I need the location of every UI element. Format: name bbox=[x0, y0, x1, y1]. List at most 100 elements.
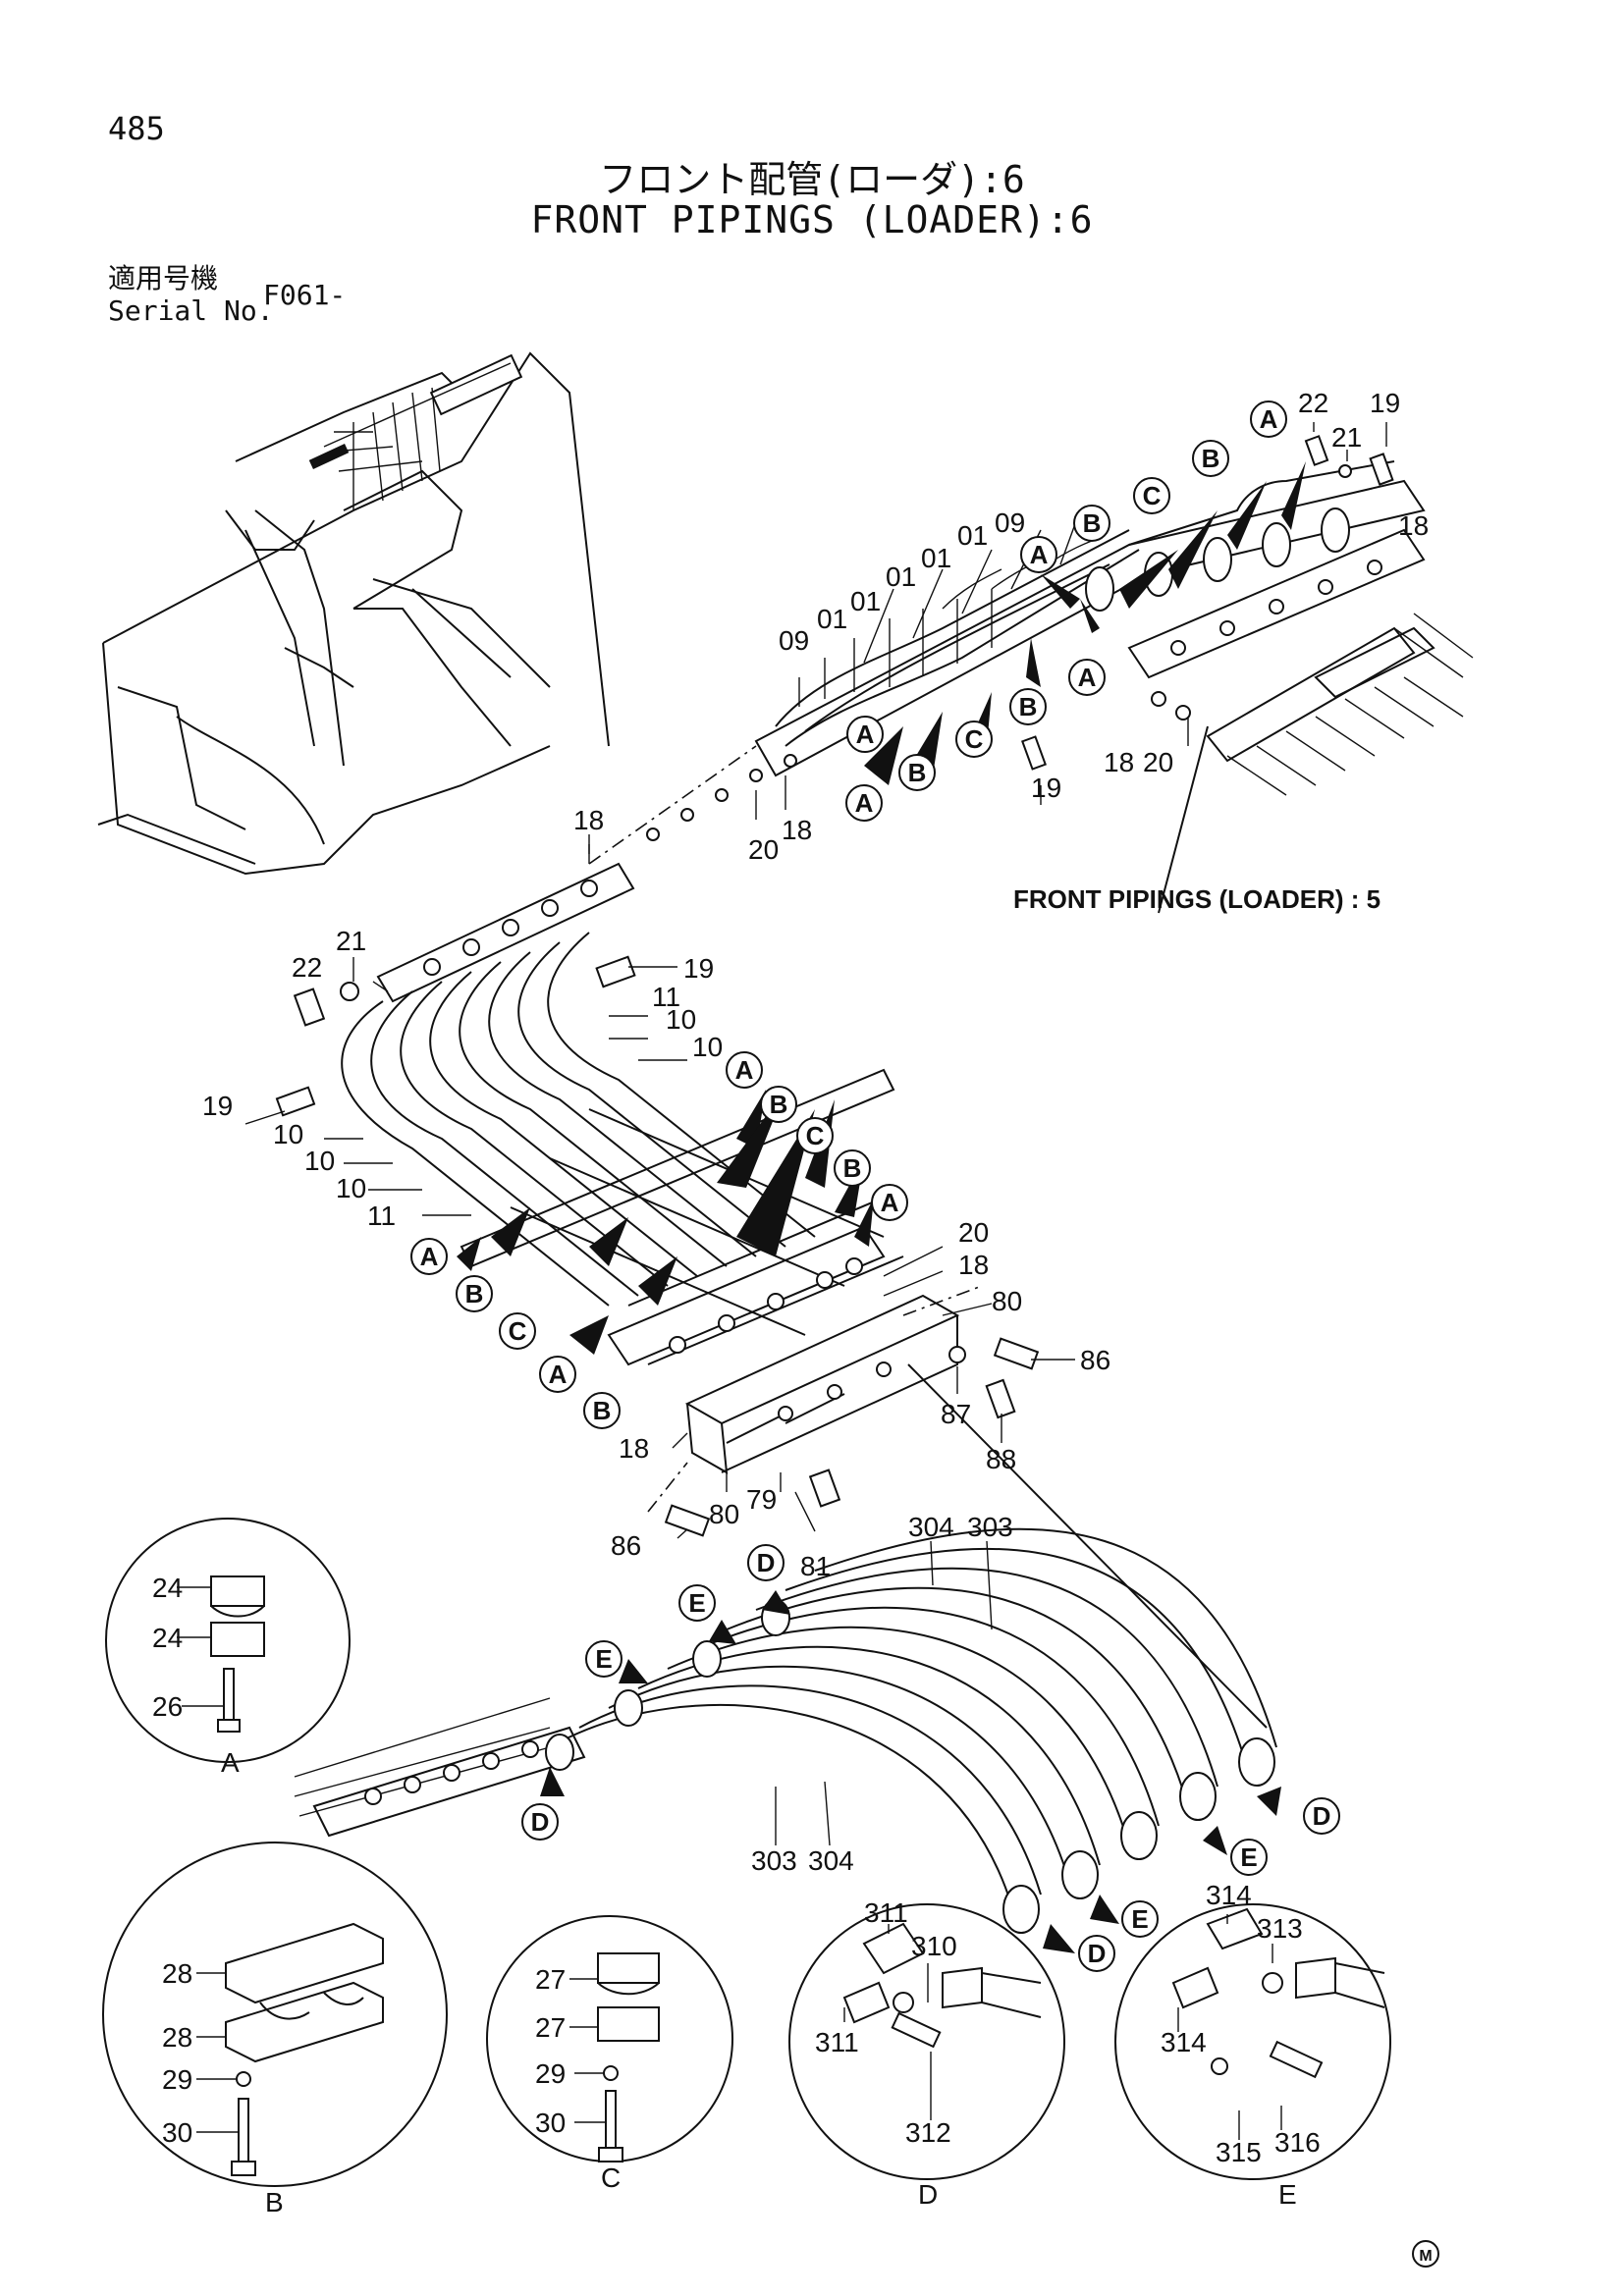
serial-label-english: Serial No. bbox=[108, 294, 274, 327]
svg-text:B: B bbox=[770, 1090, 788, 1119]
label-20: 20 bbox=[748, 834, 779, 865]
callout-d: D bbox=[747, 1544, 785, 1581]
callout-c: C bbox=[499, 1312, 536, 1350]
callout-b: B bbox=[1009, 688, 1047, 725]
label-19: 19 bbox=[1031, 773, 1061, 803]
svg-text:M: M bbox=[1419, 2248, 1432, 2265]
label-312: 312 bbox=[905, 2117, 951, 2148]
svg-text:B: B bbox=[908, 758, 927, 787]
detail-view-letters: A B C D E bbox=[221, 1747, 1297, 2217]
svg-text:D: D bbox=[531, 1807, 550, 1837]
svg-text:A: A bbox=[881, 1188, 899, 1217]
label-86: 86 bbox=[611, 1530, 641, 1561]
svg-text:A: A bbox=[855, 788, 874, 818]
part-number-labels: 22 19 21 18 09 01 01 01 01 01 09 19 18 2… bbox=[152, 388, 1429, 2167]
label-18: 18 bbox=[1104, 747, 1134, 777]
label-304: 304 bbox=[808, 1845, 854, 1876]
middle-hose-assembly bbox=[275, 862, 1268, 1729]
detail-view-a bbox=[105, 1518, 351, 1763]
label-29: 29 bbox=[535, 2058, 566, 2089]
callout-b: B bbox=[760, 1086, 797, 1123]
detail-letter-a: A bbox=[221, 1747, 240, 1778]
callout-d: D bbox=[1078, 1935, 1115, 1972]
svg-text:E: E bbox=[688, 1588, 705, 1618]
label-28: 28 bbox=[162, 2022, 192, 2053]
svg-text:D: D bbox=[757, 1548, 776, 1577]
label-09: 09 bbox=[995, 507, 1025, 538]
label-01: 01 bbox=[886, 561, 916, 592]
svg-text:C: C bbox=[509, 1316, 527, 1346]
callout-b: B bbox=[1073, 505, 1110, 542]
svg-text:A: A bbox=[856, 720, 875, 749]
label-10: 10 bbox=[304, 1146, 335, 1176]
label-314: 314 bbox=[1161, 2027, 1207, 2057]
label-87: 87 bbox=[941, 1399, 971, 1429]
svg-text:A: A bbox=[549, 1360, 568, 1389]
label-18: 18 bbox=[619, 1433, 649, 1464]
label-80: 80 bbox=[992, 1286, 1022, 1316]
label-310: 310 bbox=[911, 1931, 957, 1961]
label-10: 10 bbox=[666, 1004, 696, 1035]
label-18: 18 bbox=[1398, 510, 1429, 541]
label-21: 21 bbox=[1331, 422, 1362, 453]
label-11: 11 bbox=[367, 1201, 396, 1231]
callout-a: A bbox=[871, 1184, 908, 1221]
label-20: 20 bbox=[958, 1217, 989, 1248]
label-316: 316 bbox=[1274, 2127, 1321, 2158]
label-26: 26 bbox=[152, 1691, 183, 1722]
circled-callouts: A B C B A A B C B A A B C B A A B C A B … bbox=[410, 400, 1340, 1972]
page-title-japanese: フロント配管(ローダ):6 bbox=[599, 158, 1025, 201]
label-86: 86 bbox=[1080, 1345, 1110, 1375]
detail-view-e bbox=[1114, 1903, 1391, 2180]
callout-c: C bbox=[796, 1117, 834, 1154]
callout-a: A bbox=[410, 1238, 448, 1275]
svg-text:C: C bbox=[1143, 481, 1162, 510]
detail-letter-d: D bbox=[918, 2179, 938, 2210]
svg-text:D: D bbox=[1088, 1939, 1107, 1968]
callout-a: A bbox=[539, 1356, 576, 1393]
svg-text:B: B bbox=[593, 1396, 612, 1425]
svg-text:E: E bbox=[595, 1644, 612, 1674]
callout-a: A bbox=[726, 1051, 763, 1089]
label-29: 29 bbox=[162, 2064, 192, 2095]
label-311: 311 bbox=[864, 1897, 908, 1928]
label-10: 10 bbox=[336, 1173, 366, 1203]
svg-text:A: A bbox=[735, 1055, 754, 1085]
callout-a: A bbox=[1020, 536, 1057, 573]
label-22: 22 bbox=[292, 952, 322, 983]
callout-c: C bbox=[1133, 477, 1170, 514]
svg-text:B: B bbox=[843, 1153, 862, 1183]
detail-view-d bbox=[788, 1903, 1065, 2180]
svg-text:A: A bbox=[420, 1242, 439, 1271]
label-80: 80 bbox=[709, 1499, 739, 1529]
label-27: 27 bbox=[535, 2012, 566, 2043]
label-01: 01 bbox=[921, 543, 951, 573]
label-21: 21 bbox=[336, 926, 366, 956]
callout-e: E bbox=[678, 1584, 716, 1622]
label-30: 30 bbox=[162, 2117, 192, 2148]
svg-text:C: C bbox=[965, 724, 984, 754]
label-19: 19 bbox=[683, 953, 714, 984]
label-19: 19 bbox=[202, 1091, 233, 1121]
label-81: 81 bbox=[800, 1551, 831, 1581]
label-304: 304 bbox=[908, 1512, 954, 1542]
serial-label-japanese: 適用号機 bbox=[108, 262, 219, 294]
loader-machine-outline bbox=[97, 351, 610, 876]
label-314: 314 bbox=[1206, 1880, 1252, 1910]
label-315: 315 bbox=[1216, 2137, 1262, 2167]
label-01: 01 bbox=[957, 520, 988, 551]
detail-letter-b: B bbox=[265, 2187, 284, 2217]
svg-text:A: A bbox=[1030, 540, 1049, 569]
svg-text:B: B bbox=[1202, 444, 1220, 473]
label-28: 28 bbox=[162, 1958, 192, 1989]
callout-d: D bbox=[1303, 1797, 1340, 1835]
label-19: 19 bbox=[1370, 388, 1400, 418]
callout-b: B bbox=[834, 1149, 871, 1187]
lower-hose-assembly bbox=[294, 1527, 1277, 1934]
reference-note: FRONT PIPINGS (LOADER) : 5 bbox=[1013, 884, 1380, 914]
upper-pipe-assembly bbox=[588, 435, 1474, 914]
label-79: 79 bbox=[746, 1484, 777, 1515]
label-10: 10 bbox=[273, 1119, 303, 1149]
callout-a: A bbox=[1250, 400, 1287, 438]
